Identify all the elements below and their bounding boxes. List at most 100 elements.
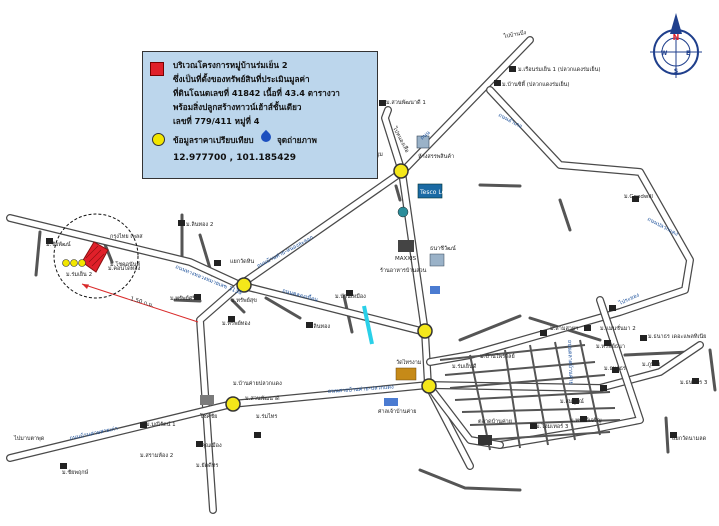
bank-icon	[398, 240, 414, 252]
junction-icon	[236, 277, 252, 293]
landmark-icons	[200, 135, 492, 445]
place-label: ม.ร่มไทร	[256, 413, 277, 420]
place-label: ม.โชคอนันต์	[110, 260, 141, 268]
place-label: ม.ทรัพย์ทอง	[222, 320, 251, 327]
place-label: ม.เรือนร่มเย็น 1 (ปลวกแดงร่มเย็น)	[518, 65, 601, 73]
comparable-marker	[70, 259, 78, 267]
place-label: ม.มณีรัตน์ 1	[146, 421, 176, 428]
junction-icon	[417, 323, 433, 339]
place-label: ม.บ้านค่ายปลวกแดง	[233, 380, 282, 387]
place-label: MAXXIS	[395, 256, 417, 262]
place-label: ร้านอาหารบ้านสวน	[380, 267, 427, 274]
place-label: ม.บ้านซิตี้ (ปลวกแดงร่มเย็น)	[502, 80, 570, 88]
place-label: ม.บ้านเหมือง	[335, 293, 366, 300]
place-label: กรุงไทย เพลส	[110, 233, 143, 240]
building-icon	[416, 135, 430, 149]
place-label: ม.Goodwill	[624, 194, 653, 200]
place-label: ธนาชีวัฒน์	[430, 245, 456, 252]
junction-icon	[225, 396, 241, 412]
tesco-lotus-icon	[417, 183, 443, 199]
compass-s: S	[674, 68, 678, 75]
bank-icon	[397, 206, 409, 218]
building-icon	[429, 253, 445, 267]
compass-e: E	[686, 50, 690, 57]
place-label: ม.ธนวัตร 3	[680, 379, 708, 386]
distance-line: 1.50 ก.ม.	[81, 283, 199, 323]
place-label: ม.โฮมเทอร์ 3	[536, 422, 569, 430]
info-line-5: เลขที่ 779/411 หมู่ที่ 4	[173, 116, 260, 126]
place-label: ศาลเจ้าบ้านค่าย	[378, 408, 416, 415]
place-label: ม.ทรัพย์ธนา	[596, 343, 625, 350]
place-label: ตลาดบ้านค่าย	[478, 418, 512, 425]
shrine-icon	[478, 435, 492, 445]
info-line-3: ที่ดินโฉนดเลขที่ 41842 เนื้อที่ 43.4 ตาร…	[173, 88, 340, 98]
subject-legend-swatch	[150, 62, 164, 76]
place-label: ม.คอนโดทอง	[108, 264, 141, 272]
place-label: ไปมาบตาพุด	[13, 435, 45, 442]
comparable-marker	[62, 259, 70, 267]
subject-area-circle	[53, 213, 139, 299]
road-label: ถนนตลาดบ้านค่าย	[566, 340, 575, 385]
info-line-2: ซึ่งเป็นที่ตั้งของทรัพย์สินที่ประเมินมูล…	[173, 74, 310, 84]
place-label: ม.สรามห้อง 2	[140, 452, 173, 459]
town-grid	[439, 339, 621, 451]
road-label: ถนน	[419, 130, 431, 142]
place-label: ม.คุณเมือง	[196, 442, 222, 449]
compass-w: W	[661, 50, 668, 57]
temple-icon	[395, 367, 417, 381]
place-label: ม.สวนพัฒนาดี	[245, 395, 280, 402]
place-label: ม.ภูมิใจ	[642, 361, 661, 368]
comparable-markers	[62, 259, 86, 267]
coordinates: 12.977700 , 101.185429	[173, 153, 296, 163]
place-label: ม.ธนาธร เดอะแพลทิเนีย	[648, 333, 706, 340]
place-label: ม.ร่มเย็นดี	[452, 362, 477, 370]
place-label: โชคชัย	[200, 412, 217, 420]
hospital-icon	[384, 398, 398, 406]
distance-label: 1.50 ก.ม.	[129, 296, 154, 309]
subject-property-marker	[81, 241, 109, 273]
comparable-legend-icon	[152, 133, 165, 146]
road-label: ไปบ้านบึง	[502, 29, 527, 40]
place-label: ม.ทรัพย์ศรี	[170, 295, 195, 302]
legend-photo: จุดถ่ายภาพ	[277, 135, 317, 145]
road-label: ถนนสายบ้านค่าย-ปลวกแดง	[328, 383, 395, 395]
subject-hatch	[85, 245, 105, 267]
junction-icon	[393, 163, 409, 179]
place-label: ม.ยัดดีทร	[196, 462, 218, 469]
legend-comparables: ข้อมูลราคาเปรียบเทียบ	[173, 135, 254, 145]
place-label: ม.สามสายฯ	[550, 325, 578, 332]
photo-point-icon	[258, 129, 274, 145]
compass-rose: N S W E	[650, 13, 702, 78]
place-label: ห้างสรรพสินค้า	[418, 153, 454, 160]
place-label: ม.ธนาธร	[604, 365, 626, 372]
place-label: ม.แมนชั่นมา 2	[600, 324, 636, 332]
place-label: ม.สวนพัฒนาดี 1	[386, 99, 426, 106]
place-label: ม.ทรัพย์เจริญ	[570, 417, 602, 424]
compass-n: N	[673, 33, 680, 42]
junction-icon	[421, 378, 437, 394]
place-label: วัดไทรงาม	[396, 359, 422, 366]
place-label: Tesco Lotus	[419, 189, 455, 196]
place-label: แยกวัดนามลด	[672, 435, 707, 442]
road-label: ถนนบ้านค่าย-หนองละลอก	[256, 234, 315, 270]
place-label: แยกวัดหิน	[230, 258, 254, 265]
place-label: ม.ร่มเย็น 2	[66, 270, 92, 278]
place-label: ม.สมบูรณ์	[560, 398, 584, 405]
place-label: ม.บ้านไพรวัลย์	[480, 353, 515, 360]
junction-markers	[225, 163, 437, 412]
house-markers	[46, 66, 699, 469]
shop-icon	[200, 395, 214, 405]
place-label: ม.ทรัพย์สุข	[231, 297, 257, 304]
place-label: ม.ลินทอง 2	[186, 221, 213, 228]
place-label: ม.ลินทอง	[308, 323, 330, 330]
building-icon	[430, 286, 440, 294]
canal	[362, 305, 374, 345]
place-label: ม.ชัยพฤกษ์	[62, 469, 89, 476]
place-label: ม.ชัยพัฒน์	[46, 241, 71, 248]
comparable-marker	[78, 259, 86, 267]
north-arrow-icon	[670, 13, 682, 34]
info-line-4: พร้อมสิ่งปลูกสร้างทาวน์เฮ้าส์ชั้นเดียว	[173, 102, 302, 112]
info-line-1: บริเวณโครงการหมู่บ้านร่มเย็น 2	[173, 60, 288, 70]
legend-box: บริเวณโครงการหมู่บ้านร่มเย็น 2 ซึ่งเป็นท…	[142, 51, 378, 179]
